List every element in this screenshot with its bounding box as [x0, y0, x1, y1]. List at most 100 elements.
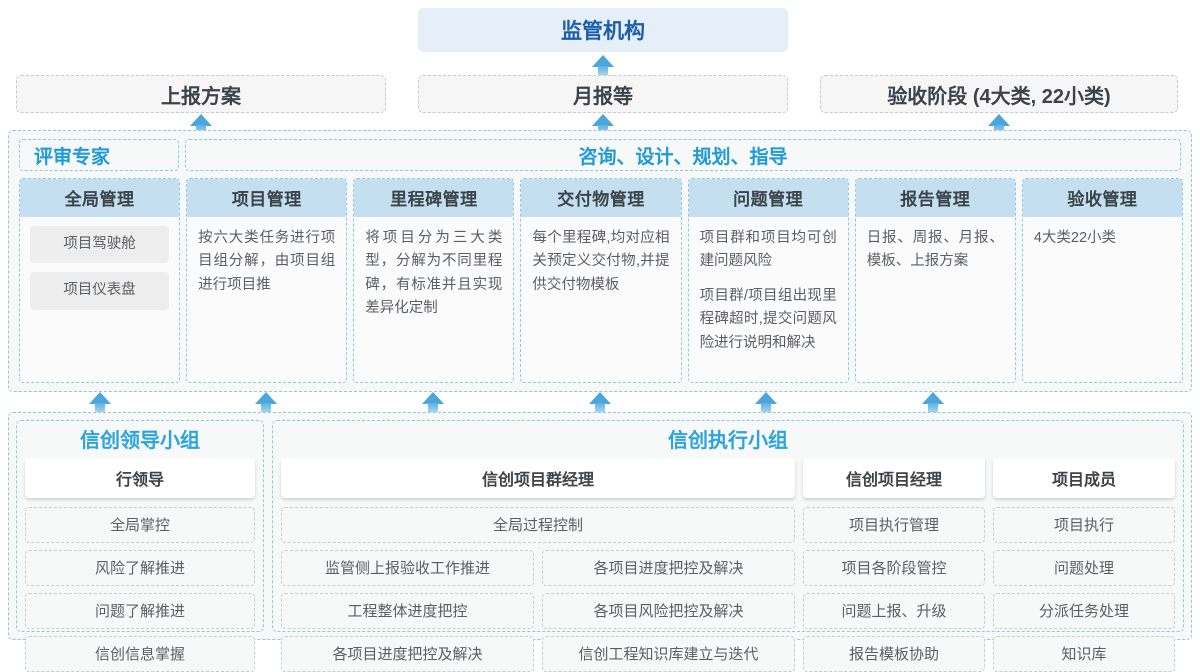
channel-box-monthly-report: 月报等	[418, 75, 788, 113]
card-body: 每个里程碑,均对应相关预定义交付物,并提供交付物模板	[521, 217, 680, 382]
pill-item[interactable]: 项目仪表盘	[30, 272, 170, 310]
arrow-head	[592, 114, 614, 126]
card-title: 报告管理	[855, 179, 1015, 217]
duty-item[interactable]: 分派任务处理	[993, 593, 1175, 629]
team-panel: 信创领导小组 行领导 全局掌控 风险了解推进 问题了解推进 信创信息掌握 信创执…	[8, 412, 1192, 672]
program-manager-duty-col-right: 各项目进度把控及解决 各项目风险把控及解决 信创工程知识库建立与迭代	[542, 550, 795, 672]
role-head-program-manager[interactable]: 信创项目群经理	[281, 458, 795, 498]
duty-item[interactable]: 各项目进度把控及解决	[281, 636, 534, 672]
column-program-manager: 信创项目群经理 全局过程控制 监管侧上报验收工作推进 工程整体进度把控 各项目进…	[281, 458, 795, 672]
group-leadership-title: 信创领导小组	[80, 430, 200, 452]
arrow-head	[89, 392, 111, 404]
management-platform-panel: 评审专家 咨询、设计、规划、指导 全局管理 项目驾驶舱 项目仪表盘 项目管理 按…	[8, 130, 1192, 392]
card-paragraph: 将项目分为三大类型，分解为不同里程碑，有标准并且实现差异化定制	[365, 230, 503, 317]
group-execution: 信创执行小组 信创项目群经理 全局过程控制 监管侧上报验收工作推进 工程整体进度…	[272, 420, 1184, 672]
card-body: 日报、周报、月报、模板、上报方案	[856, 217, 1015, 382]
arrow-head	[755, 392, 777, 404]
duty-item[interactable]: 监管侧上报验收工作推进	[281, 550, 534, 586]
card-deliverable-management[interactable]: 交付物管理 每个里程碑,均对应相关预定义交付物,并提供交付物模板	[520, 178, 682, 383]
pill-item[interactable]: 项目驾驶舱	[30, 226, 170, 264]
arrow-head	[190, 114, 212, 126]
execution-columns: 信创项目群经理 全局过程控制 监管侧上报验收工作推进 工程整体进度把控 各项目进…	[281, 458, 1175, 672]
duty-item[interactable]: 问题了解推进	[25, 593, 255, 629]
column-project-member: 项目成员 项目执行 问题处理 分派任务处理 知识库	[993, 458, 1175, 672]
arrow-stem	[595, 403, 605, 418]
card-milestone-management[interactable]: 里程碑管理 将项目分为三大类型，分解为不同里程碑，有标准并且实现差异化定制	[353, 178, 515, 383]
duty-item[interactable]: 问题处理	[993, 550, 1175, 586]
card-paragraph: 项目群/项目组出现里程碑超时,提交问题风险进行说明和解决	[699, 287, 837, 351]
group-execution-title: 信创执行小组	[668, 430, 788, 452]
arrow-head	[922, 392, 944, 404]
card-title: 项目管理	[187, 179, 347, 217]
group-leadership: 信创领导小组 行领导 全局掌控 风险了解推进 问题了解推进 信创信息掌握	[16, 420, 264, 672]
arrow-monthly-to-regulator	[592, 55, 614, 81]
card-title: 交付物管理	[521, 179, 681, 217]
duty-item[interactable]: 问题上报、升级	[803, 593, 985, 629]
org-structure-diagram: 监管机构 上报方案 月报等 验收阶段 (4大类, 22小类) 评审专家 咨询、设…	[8, 8, 1192, 672]
card-body: 4大类22小类	[1023, 217, 1182, 382]
card-project-management[interactable]: 项目管理 按六大类任务进行项目组分解，由项目组进行项目推	[186, 178, 348, 383]
arrow-stem	[95, 403, 105, 418]
card-title: 问题管理	[688, 179, 848, 217]
channel-label: 验收阶段 (4大类, 22小类)	[887, 85, 1111, 108]
channel-label: 月报等	[573, 85, 633, 108]
regulator-box: 监管机构	[418, 8, 788, 52]
arrow-head	[422, 392, 444, 404]
card-paragraph: 日报、周报、月报、模板、上报方案	[866, 230, 1004, 270]
duty-item[interactable]: 项目执行	[993, 507, 1175, 543]
duty-item[interactable]: 各项目风险把控及解决	[542, 593, 795, 629]
card-paragraph: 每个里程碑,均对应相关预定义交付物,并提供交付物模板	[532, 230, 670, 293]
card-paragraph: 按六大类任务进行项目组分解，由项目组进行项目推	[198, 230, 336, 293]
card-title: 里程碑管理	[354, 179, 514, 217]
column-project-manager: 信创项目经理 项目执行管理 项目各阶段管控 问题上报、升级 报告模板协助	[803, 458, 985, 672]
role-head-project-member[interactable]: 项目成员	[993, 458, 1175, 498]
band-consulting: 咨询、设计、规划、指导	[185, 139, 1181, 171]
arrow-head	[592, 55, 614, 67]
duty-item[interactable]: 各项目进度把控及解决	[542, 550, 795, 586]
channel-box-report-plan: 上报方案	[16, 75, 386, 113]
duty-item[interactable]: 信创工程知识库建立与迭代	[542, 636, 795, 672]
arrow-stem	[928, 403, 938, 418]
arrow-stem	[428, 403, 438, 418]
arrow-head	[589, 392, 611, 404]
card-body: 将项目分为三大类型，分解为不同里程碑，有标准并且实现差异化定制	[354, 217, 513, 382]
card-global-management[interactable]: 全局管理 项目驾驶舱 项目仪表盘	[19, 178, 181, 383]
card-paragraph: 4大类22小类	[1033, 230, 1117, 246]
card-body: 项目驾驶舱 项目仪表盘	[20, 217, 179, 382]
arrow-up-1	[89, 392, 111, 418]
arrow-up-2	[255, 392, 277, 418]
duty-item[interactable]: 信创信息掌握	[25, 636, 255, 672]
card-acceptance-management[interactable]: 验收管理 4大类22小类	[1021, 178, 1183, 383]
band-consulting-label: 咨询、设计、规划、指导	[578, 146, 788, 168]
arrow-up-5	[755, 392, 777, 418]
arrow-stem	[598, 66, 608, 81]
card-report-management[interactable]: 报告管理 日报、周报、月报、模板、上报方案	[854, 178, 1016, 383]
arrow-head	[255, 392, 277, 404]
arrow-up-4	[589, 392, 611, 418]
arrow-up-3	[422, 392, 444, 418]
card-issue-management[interactable]: 问题管理 项目群和项目均可创建问题风险 项目群/项目组出现里程碑超时,提交问题风…	[687, 178, 849, 383]
duty-item[interactable]: 工程整体进度把控	[281, 593, 534, 629]
card-title: 验收管理	[1022, 179, 1182, 217]
channel-box-acceptance-stage: 验收阶段 (4大类, 22小类)	[820, 75, 1178, 113]
role-head-project-manager[interactable]: 信创项目经理	[803, 458, 985, 498]
regulator-label: 监管机构	[561, 20, 645, 43]
role-head-bank-leader[interactable]: 行领导	[25, 458, 255, 498]
duty-item[interactable]: 全局掌控	[25, 507, 255, 543]
card-title: 全局管理	[20, 179, 180, 217]
duty-item[interactable]: 知识库	[993, 636, 1175, 672]
duty-item[interactable]: 项目执行管理	[803, 507, 985, 543]
duty-item[interactable]: 报告模板协助	[803, 636, 985, 672]
program-manager-duty-grid: 监管侧上报验收工作推进 工程整体进度把控 各项目进度把控及解决 各项目进度把控及…	[281, 550, 795, 672]
card-body: 项目群和项目均可创建问题风险 项目群/项目组出现里程碑超时,提交问题风险进行说明…	[689, 217, 848, 382]
duty-item-full[interactable]: 全局过程控制	[281, 507, 795, 543]
program-manager-duty-col-left: 监管侧上报验收工作推进 工程整体进度把控 各项目进度把控及解决	[281, 550, 534, 672]
band-review-expert-label: 评审专家	[34, 146, 111, 168]
arrow-stem	[761, 403, 771, 418]
card-paragraph: 项目群和项目均可创建问题风险	[699, 230, 837, 270]
duty-item[interactable]: 风险了解推进	[25, 550, 255, 586]
duty-item[interactable]: 项目各阶段管控	[803, 550, 985, 586]
arrow-head	[988, 114, 1010, 126]
band-review-expert: 评审专家	[19, 139, 179, 171]
arrow-stem	[261, 403, 271, 418]
